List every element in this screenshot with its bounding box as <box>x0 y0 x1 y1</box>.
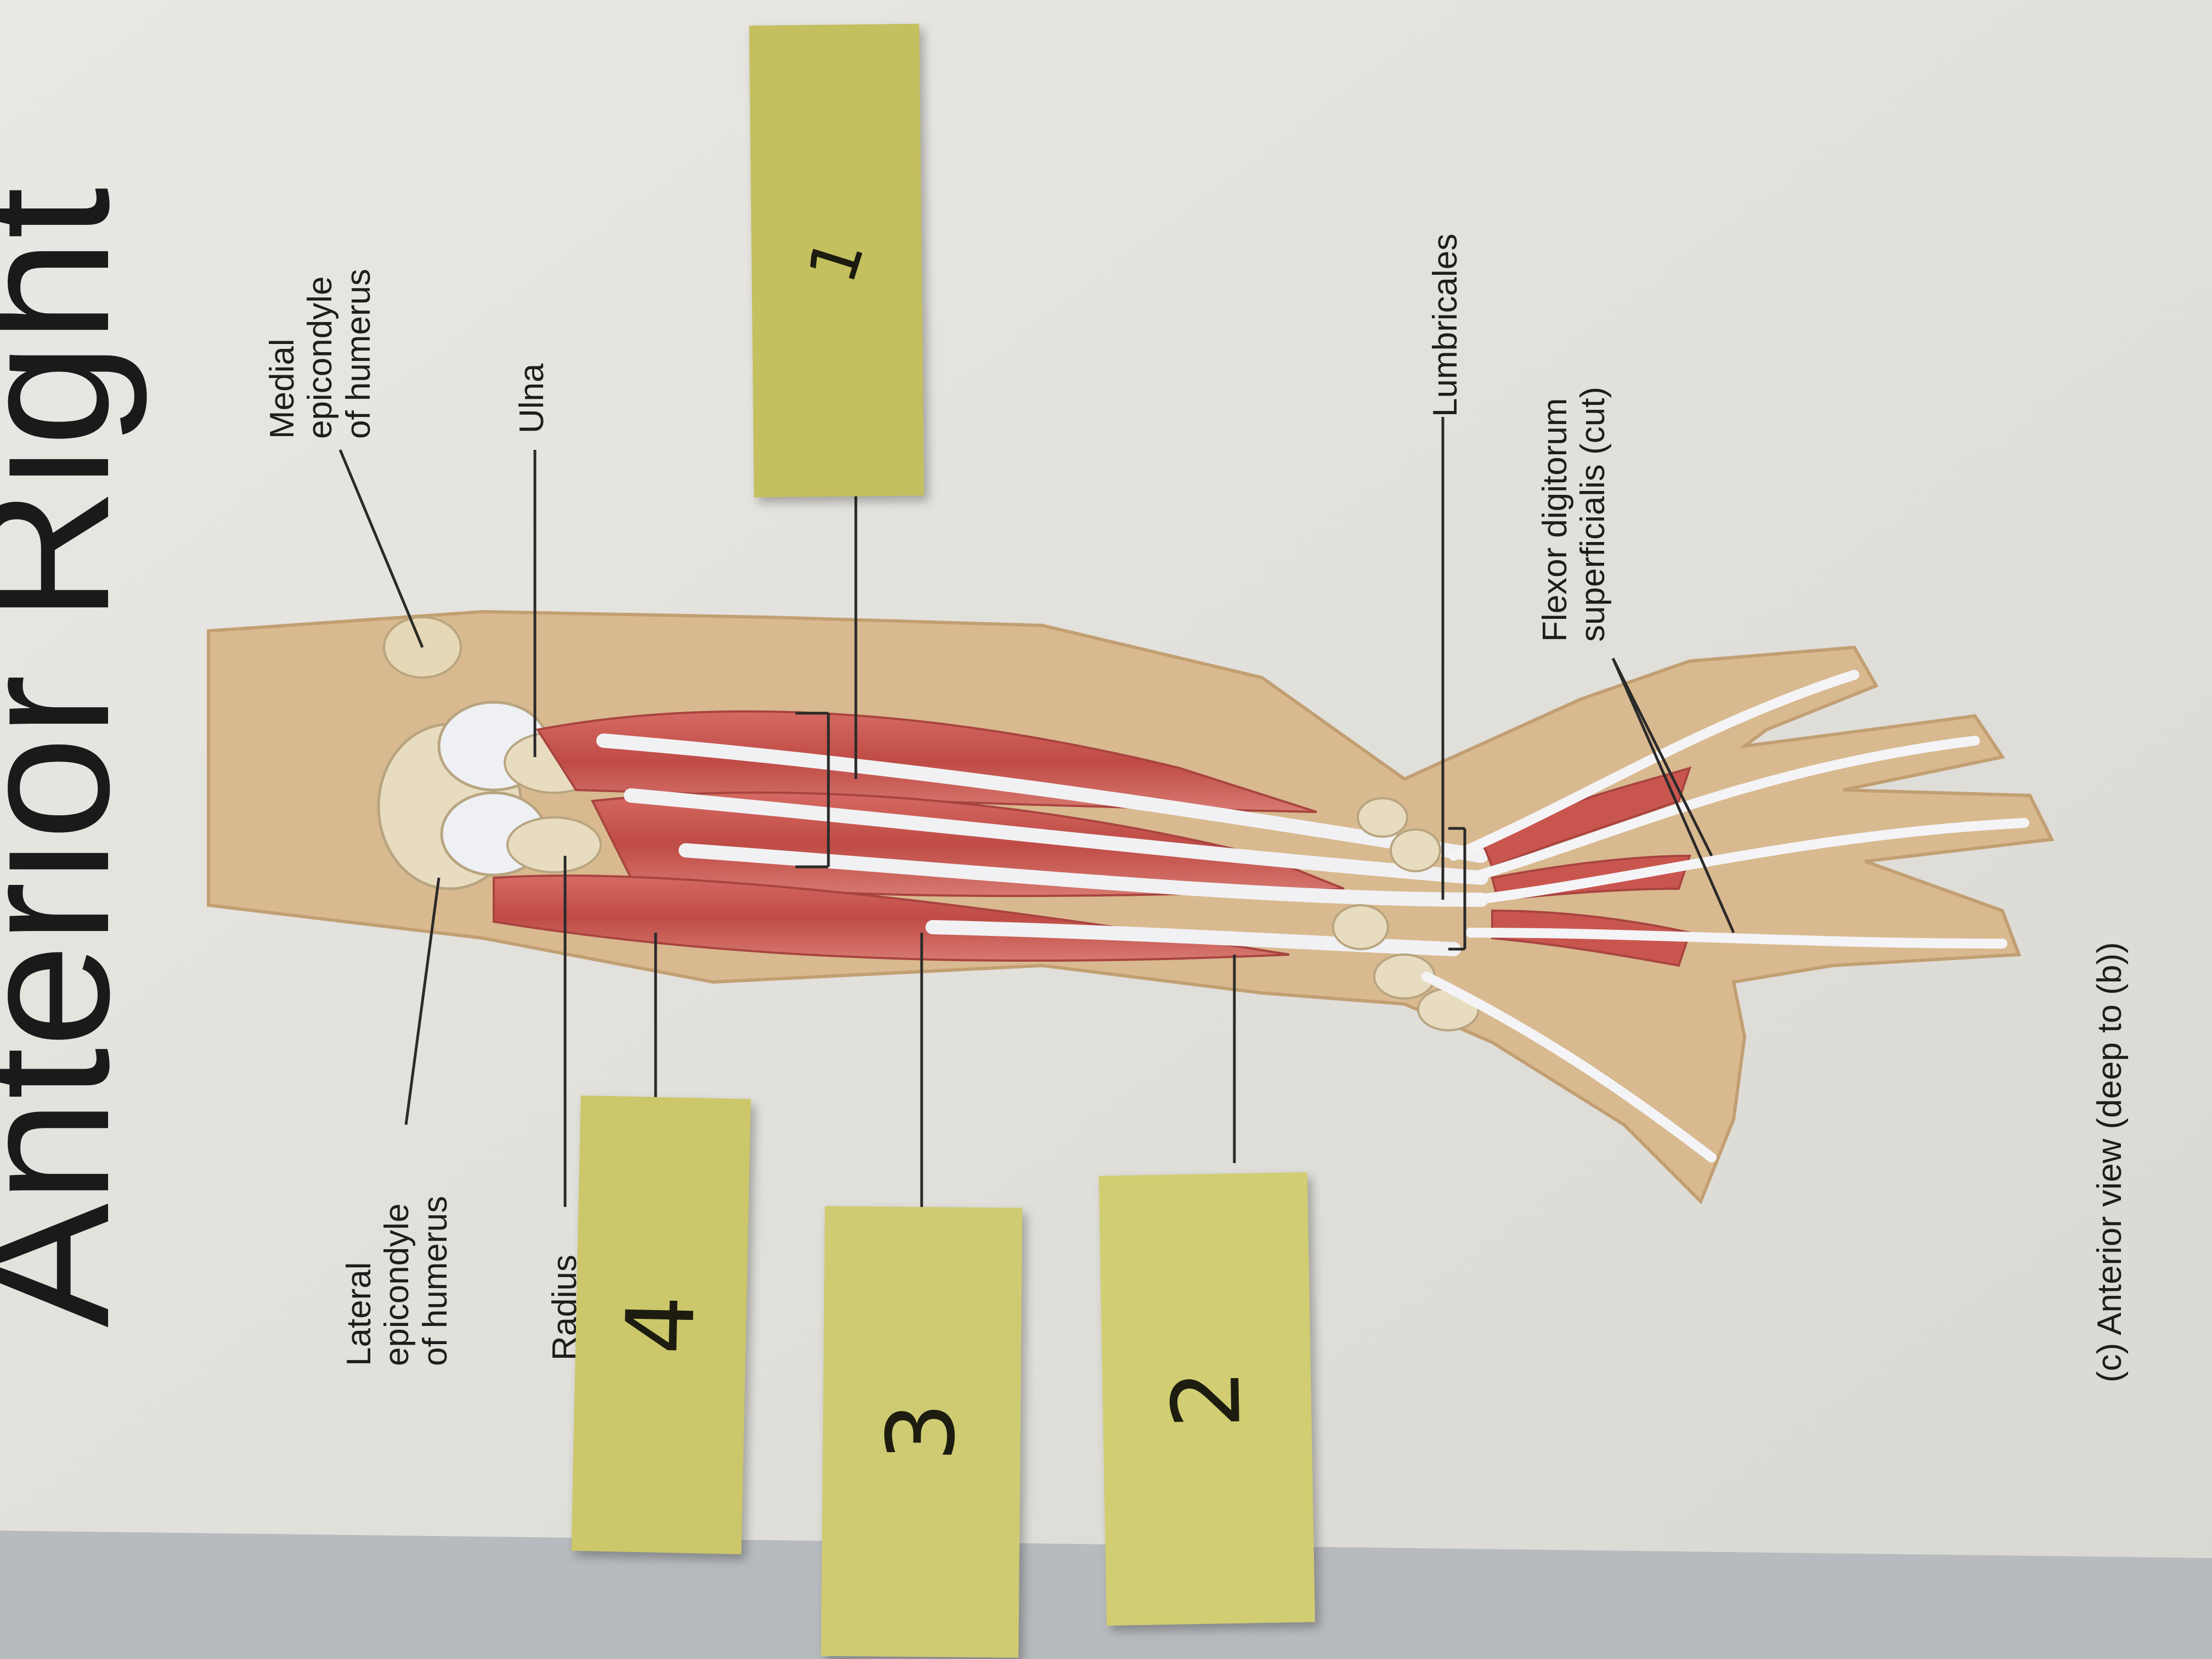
sticky-note-number: 4 <box>606 1294 716 1356</box>
carpal-bones <box>1332 797 1480 1031</box>
label-lumbricales: Lumbricales <box>1426 234 1464 417</box>
label-ulna: Ulna <box>513 363 551 433</box>
label-line: Ulna <box>513 363 551 433</box>
label-line: of humerus <box>416 1195 454 1366</box>
lower-flexor-muscle <box>493 874 1290 962</box>
label-line: superficialis (cut) <box>1574 386 1612 642</box>
figure-caption: (c) Anterior view (deep to (b)) <box>2091 942 2129 1383</box>
sticky-note-number: 3 <box>867 1402 977 1462</box>
sticky-note-2: 2 <box>1098 1172 1316 1626</box>
label-line: Flexor digitorum <box>1536 398 1574 642</box>
sticky-note-4: 4 <box>571 1095 751 1555</box>
forearm-tendons <box>596 733 1488 956</box>
label-line: Lateral <box>340 1262 378 1366</box>
finger-tendons <box>1421 670 2029 1163</box>
sticky-note-1: 1 <box>749 24 924 498</box>
label-line: epicondyle <box>301 276 340 439</box>
label-line: of humerus <box>339 268 377 439</box>
page-title: Anterior Right <box>0 187 148 1328</box>
leader-lines <box>338 417 1735 1207</box>
sticky-note-3: 3 <box>821 1206 1023 1658</box>
label-line: Medial <box>263 338 301 439</box>
label-medial-epicondyle: Medial epicondyle of humerus <box>263 269 377 439</box>
sticky-note-number: 2 <box>1152 1368 1262 1430</box>
sticky-note-number: 1 <box>794 229 879 292</box>
label-line: Lumbricales <box>1426 233 1464 417</box>
label-flexor-digitorum: Flexor digitorum superficialis (cut) <box>1536 387 1612 642</box>
label-lateral-epicondyle: Lateral epicondyle of humerus <box>340 1196 454 1366</box>
label-line: epicondyle <box>378 1203 416 1366</box>
radius-head <box>506 816 602 873</box>
